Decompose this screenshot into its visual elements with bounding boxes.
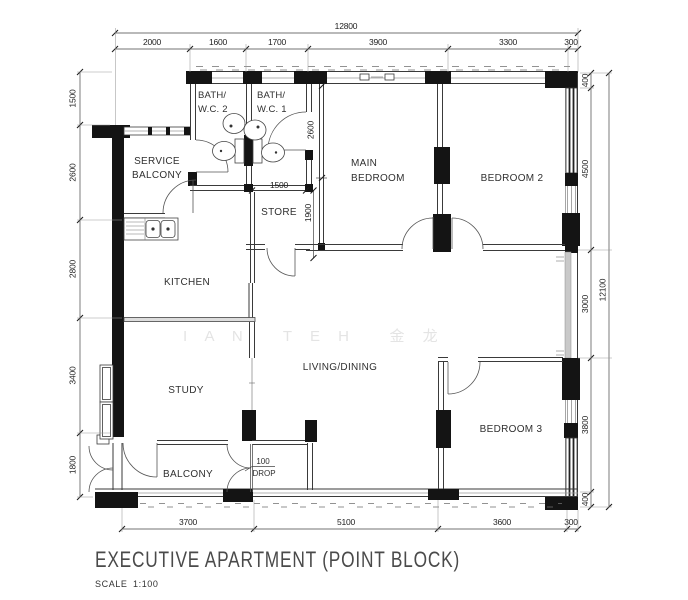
watermark: I A N T E H 金 龙	[183, 328, 445, 345]
dim-bottom-segment: 3600	[493, 517, 512, 527]
title-block: EXECUTIVE APARTMENT (POINT BLOCK) SCALE …	[95, 547, 460, 589]
room-label-bedroom-3: BEDROOM 3	[480, 424, 543, 435]
scale-label: SCALE	[95, 579, 128, 589]
room-labels: SERVICE BALCONY BATH/ W.C. 2 BATH/ W.C. …	[132, 90, 543, 480]
dim-bottom-segment: 3700	[179, 517, 198, 527]
dimensions-left: 1500 2600 2800 3400 1800	[68, 68, 122, 501]
room-label-bath-wc-2: W.C. 2	[198, 104, 228, 115]
basin-fixture	[222, 113, 246, 134]
dim-top-segment: 1700	[268, 37, 287, 47]
dim-left-segment: 2800	[68, 259, 78, 278]
laundry-sink-fixture	[123, 217, 179, 241]
dim-entry-wall: 2600	[306, 120, 316, 139]
dim-right-segment: 3800	[580, 415, 590, 434]
room-label-main-bedroom: MAIN	[351, 158, 377, 169]
room-label-service-balcony: BALCONY	[132, 170, 182, 181]
dimensions-bottom: 3700 5100 3600 300	[118, 500, 582, 533]
dim-left-segment: 1800	[68, 455, 78, 474]
dimensions-right: 400 4500 3000 3800 400 12100	[578, 69, 613, 511]
dim-bottom-segment: 5100	[337, 517, 356, 527]
study-window-ledges	[99, 364, 114, 440]
dim-top-segment: 3300	[499, 37, 518, 47]
room-label-bath-wc-1: W.C. 1	[257, 104, 287, 115]
dim-top-segment: 3900	[369, 37, 388, 47]
dim-left-segment: 3400	[68, 366, 78, 385]
room-label-service-balcony: SERVICE	[134, 156, 180, 167]
dimensions-interior: 1500 1900 2600	[248, 82, 326, 262]
dim-top-total: 12800	[335, 21, 358, 31]
room-label-main-bedroom: BEDROOM	[351, 173, 405, 184]
toilet-fixture	[212, 138, 245, 164]
window	[567, 186, 576, 213]
dim-bottom-segment: 300	[564, 517, 578, 527]
watermark-text: I A N T E H 金 龙	[183, 328, 445, 345]
room-label-living-dining: LIVING/DINING	[303, 362, 377, 373]
dim-top-segment: 2000	[143, 37, 162, 47]
basin-fixture	[243, 119, 267, 141]
service-balcony-top-wall	[123, 126, 191, 136]
exterior-walls	[92, 66, 580, 510]
bedroom2-window	[565, 87, 578, 174]
room-label-kitchen: KITCHEN	[164, 277, 210, 288]
drop-value: 100	[256, 457, 270, 466]
room-label-store: STORE	[261, 207, 297, 218]
drop-word: DROP	[252, 469, 275, 478]
dim-right-segment: 3000	[580, 294, 590, 313]
room-label-bedroom-2: BEDROOM 2	[481, 173, 544, 184]
scale-value: 1:100	[133, 579, 159, 589]
drop-annotation: 100 DROP	[244, 457, 276, 478]
dim-right-segment: 400	[580, 73, 590, 87]
doors	[88, 111, 484, 493]
window	[567, 400, 576, 423]
living-bay-glass	[556, 251, 572, 359]
page-title: EXECUTIVE APARTMENT (POINT BLOCK)	[95, 547, 460, 572]
dim-store-width: 1500	[270, 180, 289, 190]
dim-right-total: 12100	[598, 278, 608, 301]
dim-top-segment: 300	[564, 37, 578, 47]
bedroom3-window	[565, 437, 578, 498]
room-label-bath-wc-1: BATH/	[257, 90, 285, 101]
dim-right-segment: 4500	[580, 159, 590, 178]
dim-left-segment: 2600	[68, 163, 78, 182]
dim-store-depth: 1900	[303, 203, 313, 222]
dim-top-segment: 1600	[209, 37, 228, 47]
interior-walls	[123, 84, 565, 490]
dim-left-segment: 1500	[68, 89, 78, 108]
dimensions-top: 12800 2000 1600 1700 3900 3300 300	[111, 21, 582, 125]
dim-right-segment: 400	[580, 492, 590, 506]
fixtures	[123, 113, 285, 241]
room-label-balcony: BALCONY	[163, 469, 213, 480]
room-label-study: STUDY	[168, 385, 203, 396]
room-label-bath-wc-2: BATH/	[198, 90, 226, 101]
